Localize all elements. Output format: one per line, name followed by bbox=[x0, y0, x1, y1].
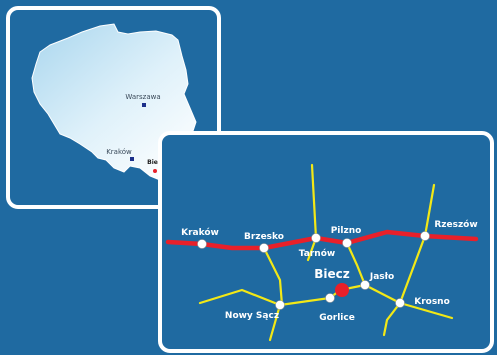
town-marker-rzeszow bbox=[420, 231, 430, 241]
town-marker-nowy-sacz bbox=[275, 300, 285, 310]
town-markers bbox=[197, 231, 430, 310]
town-label-tarnow: Tarnów bbox=[299, 248, 335, 259]
town-marker-krosno bbox=[395, 298, 405, 308]
town-marker-pilzno bbox=[342, 238, 352, 248]
poland-inset-map: Warszawa Kraków Biecz bbox=[6, 6, 221, 209]
town-label-biecz: Biecz bbox=[314, 267, 350, 281]
road-map-svg: Kraków Brzesko Tarnów Pilzno Rzeszów Bie… bbox=[165, 163, 479, 342]
road-brzesko-nowysacz bbox=[262, 246, 284, 307]
town-label-brzesko: Brzesko bbox=[244, 232, 284, 242]
minor-roads bbox=[198, 163, 454, 342]
road-krosno-south bbox=[382, 301, 402, 337]
town-marker-tarnow bbox=[311, 233, 321, 243]
road-pilzno-jaslo bbox=[345, 241, 367, 287]
town-label-nowy-sacz: Nowy Sącz bbox=[225, 311, 279, 321]
town-marker-brzesko bbox=[259, 243, 269, 253]
city-marker-krakow bbox=[130, 157, 134, 161]
city-marker-biecz bbox=[153, 169, 157, 173]
road-krosno-east bbox=[398, 301, 454, 320]
town-marker-biecz bbox=[335, 283, 349, 297]
town-marker-gorlice bbox=[325, 293, 335, 303]
town-marker-krakow bbox=[197, 239, 207, 249]
regional-road-map: Kraków Brzesko Tarnów Pilzno Rzeszów Bie… bbox=[158, 131, 494, 353]
town-label-krosno: Krosno bbox=[414, 297, 450, 307]
road-krosno-rzeszow bbox=[398, 183, 436, 305]
road-west-nowysacz bbox=[198, 288, 282, 307]
town-label-krakow: Kraków bbox=[181, 227, 219, 238]
town-label-gorlice: Gorlice bbox=[319, 313, 355, 323]
road-tarnow-north bbox=[310, 163, 318, 240]
city-label-krakow: Kraków bbox=[106, 148, 132, 156]
city-label-biecz: Biecz bbox=[147, 159, 165, 166]
town-label-pilzno: Pilzno bbox=[331, 226, 362, 236]
road-jaslo-krosno bbox=[363, 283, 402, 305]
road-nowysacz-jaslo bbox=[278, 283, 367, 307]
road-nowysacz-south bbox=[268, 303, 282, 342]
town-label-jaslo: Jasło bbox=[369, 272, 394, 282]
town-marker-jaslo bbox=[360, 280, 370, 290]
city-marker-warszawa bbox=[142, 103, 146, 107]
town-label-rzeszow: Rzeszów bbox=[434, 219, 477, 230]
city-label-warszawa: Warszawa bbox=[125, 93, 160, 101]
